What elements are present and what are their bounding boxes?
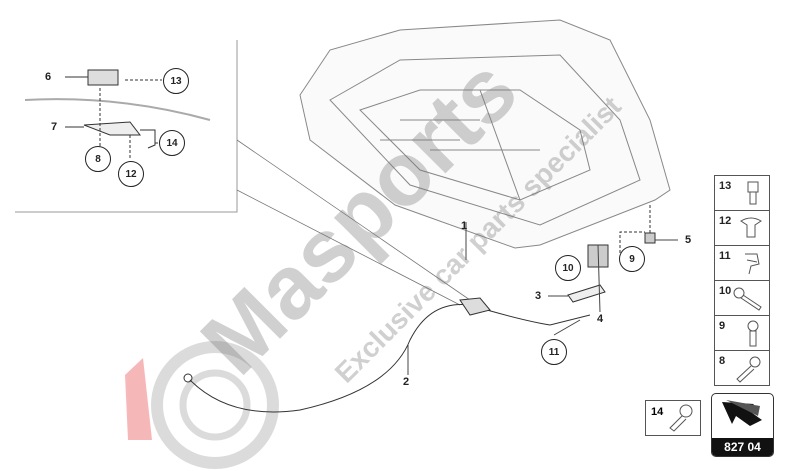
small-parts-panel: 13 12 11 10 9 8 — [714, 175, 770, 386]
callout-5: 5 — [684, 234, 692, 246]
callout-6: 6 — [44, 71, 52, 83]
callout-2: 2 — [402, 376, 410, 388]
circled-callout-12: 12 — [118, 161, 144, 187]
circled-callout-9: 9 — [619, 246, 645, 272]
part-number: 10 — [719, 285, 732, 297]
circled-callout-14: 14 — [159, 130, 185, 156]
circled-callout-13: 13 — [163, 68, 189, 94]
watermark-disc-icon — [125, 341, 279, 469]
bolt-icon — [736, 356, 761, 383]
bolt-icon — [669, 404, 693, 432]
clip-icon — [747, 181, 759, 205]
part-number: 8 — [719, 355, 726, 367]
part-cell-9[interactable]: 9 — [715, 316, 769, 351]
hood-drawing — [299, 19, 671, 249]
cable-clip-icon — [745, 253, 760, 275]
callout-3: 3 — [534, 290, 542, 302]
callout-1: 1 — [460, 220, 468, 232]
circled-callout-8: 8 — [85, 146, 111, 172]
group-navigation-button[interactable]: 827 04 — [711, 393, 774, 457]
push-rivet-icon — [740, 217, 762, 238]
part-number: 9 — [719, 320, 726, 332]
circled-callout-11: 11 — [541, 339, 567, 365]
part-number: 11 — [719, 250, 731, 262]
inset-parts-drawing — [24, 69, 211, 160]
leader-lines — [236, 139, 471, 306]
bolt-icon — [733, 287, 762, 311]
group-code: 827 04 — [712, 438, 773, 456]
part-cell-13[interactable]: 13 — [715, 176, 769, 211]
part-cell-11[interactable]: 11 — [715, 246, 769, 281]
part-cell-8[interactable]: 8 — [715, 351, 769, 385]
circled-callout-10: 10 — [555, 255, 581, 281]
part-cell-14[interactable]: 14 — [645, 400, 701, 436]
part-number: 12 — [719, 215, 732, 227]
callout-7: 7 — [50, 121, 58, 133]
cable-and-latch-drawing — [183, 205, 678, 413]
inset-frame — [15, 40, 238, 213]
screw-icon — [747, 320, 759, 347]
part-cell-10[interactable]: 10 — [715, 281, 769, 316]
part-number: 14 — [651, 406, 664, 418]
part-cell-12[interactable]: 12 — [715, 211, 769, 246]
callout-4: 4 — [596, 313, 604, 325]
arrow-icon — [722, 400, 762, 426]
part-number: 13 — [719, 180, 732, 192]
